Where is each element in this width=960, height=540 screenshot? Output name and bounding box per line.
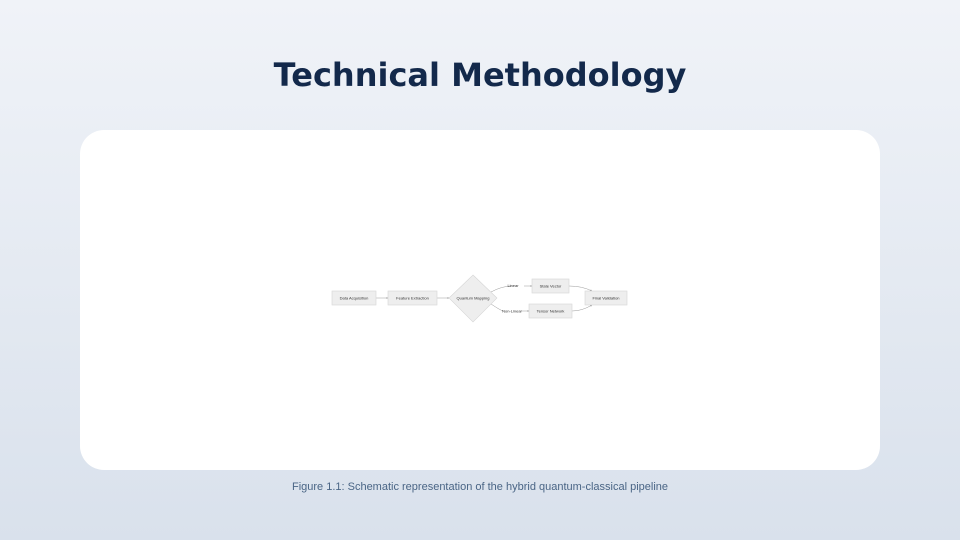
svg-text:Feature Extraction: Feature Extraction: [396, 296, 429, 301]
edge-state-final: [568, 285, 593, 292]
edge-quantum-state: [490, 286, 532, 293]
page-title: Technical Methodology: [273, 56, 687, 94]
edge-label-non-linear: Non-Linear: [502, 309, 522, 314]
svg-text:Tensor Network: Tensor Network: [537, 309, 565, 314]
svg-text:State Vector: State Vector: [540, 284, 562, 289]
node-data-acquisition: Data Acquisition: [331, 290, 377, 306]
figure-caption: Figure 1.1: Schematic representation of …: [291, 481, 669, 493]
svg-text:Quantum Mapping: Quantum Mapping: [457, 296, 490, 301]
node-state-vector: State Vector: [531, 278, 570, 294]
edge-quantum-tensor: [490, 303, 529, 311]
node-final-validation: Final Validation: [584, 290, 628, 306]
svg-text:Data Acquisition: Data Acquisition: [340, 296, 369, 301]
edge-tensor-final: [571, 304, 593, 312]
node-tensor-network: Tensor Network: [528, 303, 573, 319]
node-feature-extraction: Feature Extraction: [387, 290, 438, 306]
svg-text:Final Validation: Final Validation: [592, 296, 619, 301]
edge-label-linear: Linear: [507, 283, 519, 288]
node-quantum-mapping: Quantum Mapping: [448, 274, 498, 323]
